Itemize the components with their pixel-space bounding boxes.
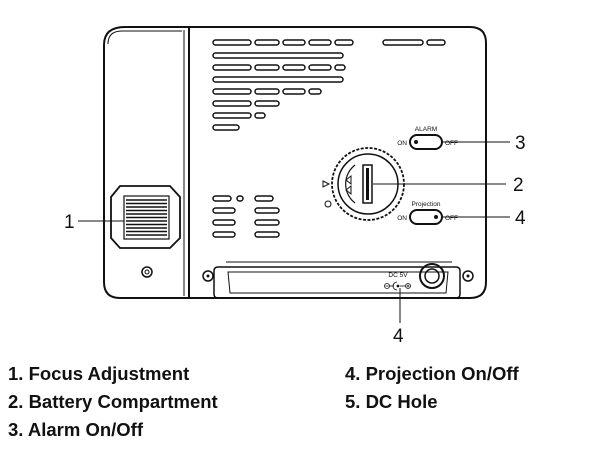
upper-vent [212,39,446,131]
handle [202,261,474,299]
callout-4-right: 4 [515,208,526,229]
alarm-on-label: ON [397,140,407,147]
device-body [103,26,487,299]
callout-4-bottom: 4 [393,326,404,347]
projection-off-label: OFF [445,215,458,222]
projection-switch [409,209,443,225]
lower-vent [212,195,280,238]
legend-left: 1. Focus Adjustment 2. Battery Compartme… [8,360,218,444]
projection-label: Projection [412,201,441,208]
legend-item: 4. Projection On/Off [345,363,519,384]
legend-item: 2. Battery Compartment [8,391,218,412]
legend-item: 5. DC Hole [345,391,438,412]
device-rear-diagram: ALARM ON OFF Projection ON OFF DC 5V [64,26,526,347]
projection-on-label: ON [397,215,407,222]
alarm-switch [409,134,443,150]
callout-2: 2 [513,175,524,196]
dc-polarity-icon [384,281,411,291]
legend-right: 4. Projection On/Off 5. DC Hole [345,360,519,416]
focus-adjustment-knob [110,185,181,249]
alarm-off-label: OFF [445,140,458,147]
callout-1: 1 [64,212,75,233]
battery-compartment [322,147,405,221]
dc-label: DC 5V [388,272,408,279]
dc-hole [419,263,445,289]
legend-item: 1. Focus Adjustment [8,363,190,384]
callout-3: 3 [515,133,526,154]
alarm-label: ALARM [415,126,437,133]
screw [141,266,153,278]
legend-item: 3. Alarm On/Off [8,419,144,440]
leader-lines [78,141,510,323]
